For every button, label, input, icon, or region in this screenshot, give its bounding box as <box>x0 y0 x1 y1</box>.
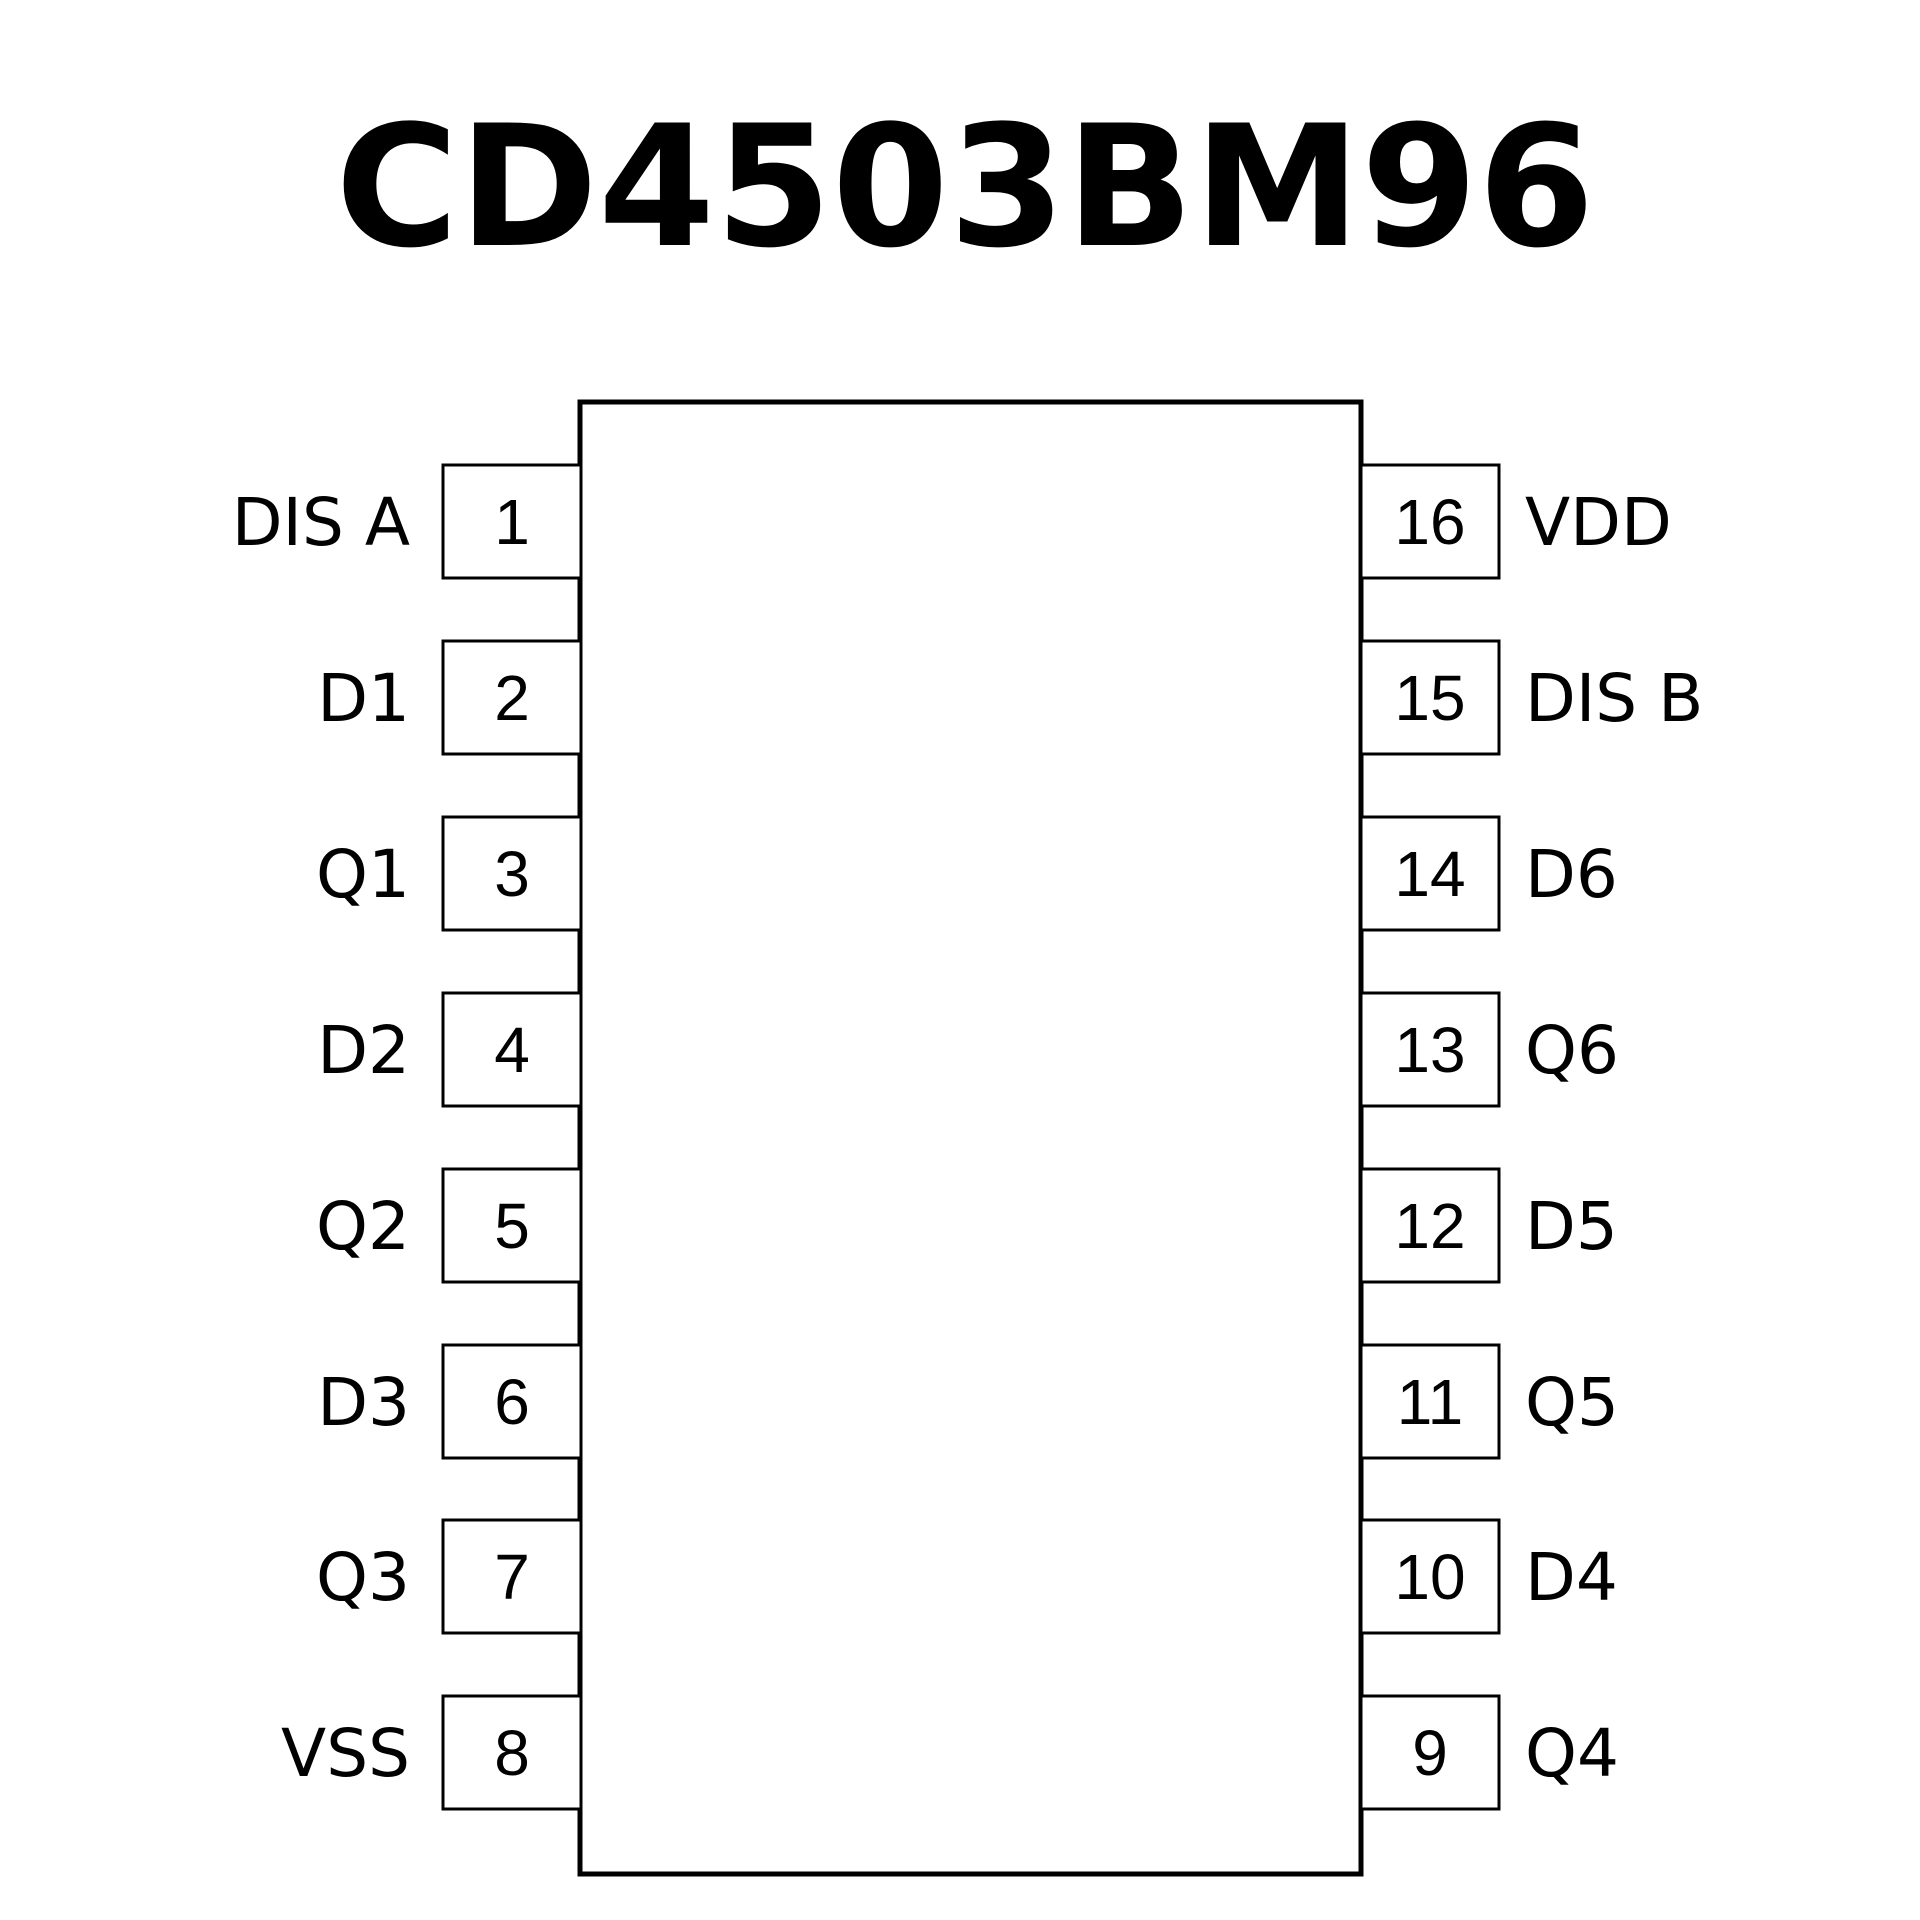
pin-number: 8 <box>494 1717 530 1789</box>
pin-label: D1 <box>317 660 410 737</box>
pin-number: 1 <box>494 486 530 558</box>
pin-label: Q5 <box>1525 1364 1619 1441</box>
pin-label: VDD <box>1525 484 1672 561</box>
pin-number: 10 <box>1394 1541 1465 1613</box>
pin-label: Q6 <box>1525 1012 1619 1089</box>
pin-11-box <box>1359 1343 1501 1460</box>
pin-label: DIS A <box>232 484 410 561</box>
pin-1-box <box>441 463 583 580</box>
chip-body <box>577 399 1364 1877</box>
chip-title: CD4503BM96 <box>335 89 1594 285</box>
pin-7-box <box>441 1518 583 1635</box>
pin-9-box <box>1359 1694 1501 1811</box>
pin-6-box <box>441 1343 583 1460</box>
pin-15-box <box>1359 639 1501 756</box>
pin-number: 16 <box>1394 486 1465 558</box>
pin-number: 2 <box>494 662 530 734</box>
pin-label: Q2 <box>316 1188 410 1265</box>
pin-4-box <box>441 991 583 1108</box>
pin-10-box <box>1359 1518 1501 1635</box>
pin-13-box <box>1359 991 1501 1108</box>
pin-label: D2 <box>317 1012 410 1089</box>
pin-16-box <box>1359 463 1501 580</box>
pin-label: DIS B <box>1525 660 1703 737</box>
pin-8-box <box>441 1694 583 1811</box>
pin-number: 12 <box>1394 1190 1465 1262</box>
pin-label: D4 <box>1525 1539 1618 1616</box>
pin-2-box <box>441 639 583 756</box>
pin-label: Q3 <box>316 1539 410 1616</box>
pin-number: 3 <box>494 838 530 910</box>
pin-number: 11 <box>1397 1366 1463 1438</box>
pin-number: 4 <box>494 1014 530 1086</box>
pin-14-box <box>1359 815 1501 932</box>
pin-number: 6 <box>494 1366 530 1438</box>
pin-number: 5 <box>494 1190 530 1262</box>
pin-number: 14 <box>1394 838 1465 910</box>
pin-label: Q1 <box>316 836 410 913</box>
pin-number: 7 <box>494 1541 530 1613</box>
pin-3-box <box>441 815 583 932</box>
pin-label: D5 <box>1525 1188 1618 1265</box>
pin-12-box <box>1359 1167 1501 1284</box>
pin-number: 13 <box>1394 1014 1465 1086</box>
pin-number: 15 <box>1394 662 1465 734</box>
pin-label: D6 <box>1525 836 1618 913</box>
pin-label: Q4 <box>1525 1715 1619 1792</box>
pin-5-box <box>441 1167 583 1284</box>
pin-label: D3 <box>317 1364 410 1441</box>
pin-number: 9 <box>1412 1717 1448 1789</box>
pin-label: VSS <box>281 1715 410 1792</box>
